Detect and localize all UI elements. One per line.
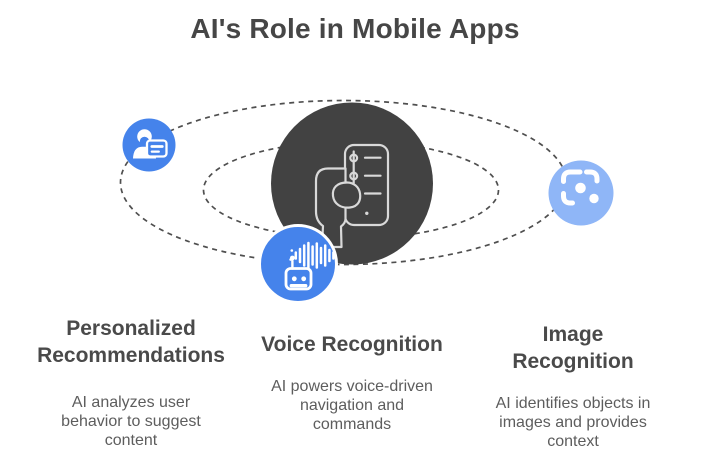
feature-title: Personalized Recommendations xyxy=(37,317,225,367)
feature-title: Voice Recognition xyxy=(261,333,443,356)
robot-sound-wave-icon xyxy=(284,241,335,291)
user-profile-card-icon xyxy=(133,129,168,159)
hand-holding-phone-icon xyxy=(314,143,390,249)
phone-settings-slider xyxy=(349,150,359,185)
central-node xyxy=(271,102,433,265)
feature-personalized-recommendations: Personalized Recommendations AI analyzes… xyxy=(31,315,231,450)
image-recognition-node xyxy=(548,160,614,226)
personalization-node xyxy=(122,118,176,172)
feature-description: AI identifies objects in images and prov… xyxy=(495,395,651,450)
page-title: AI's Role in Mobile Apps xyxy=(190,13,520,44)
image-scan-lens-icon xyxy=(561,169,600,206)
feature-description: AI powers voice-driven navigation and co… xyxy=(271,378,433,433)
robot-head xyxy=(284,255,313,291)
scan-corner-dot xyxy=(589,193,599,204)
feature-image-recognition: Image Recognition AI identifies objects … xyxy=(473,321,673,451)
feature-description: AI analyzes user behavior to suggest con… xyxy=(61,394,201,449)
sound-wave-bars xyxy=(289,241,335,270)
voice-recognition-node xyxy=(258,224,338,304)
phone-home-dot xyxy=(365,211,369,215)
hand-thumb xyxy=(331,181,362,209)
scan-center-dot xyxy=(575,182,586,194)
feature-title: Image Recognition xyxy=(512,323,634,373)
phone-menu-lines xyxy=(363,156,382,195)
feature-voice-recognition: Voice Recognition AI powers voice-driven… xyxy=(242,331,462,434)
